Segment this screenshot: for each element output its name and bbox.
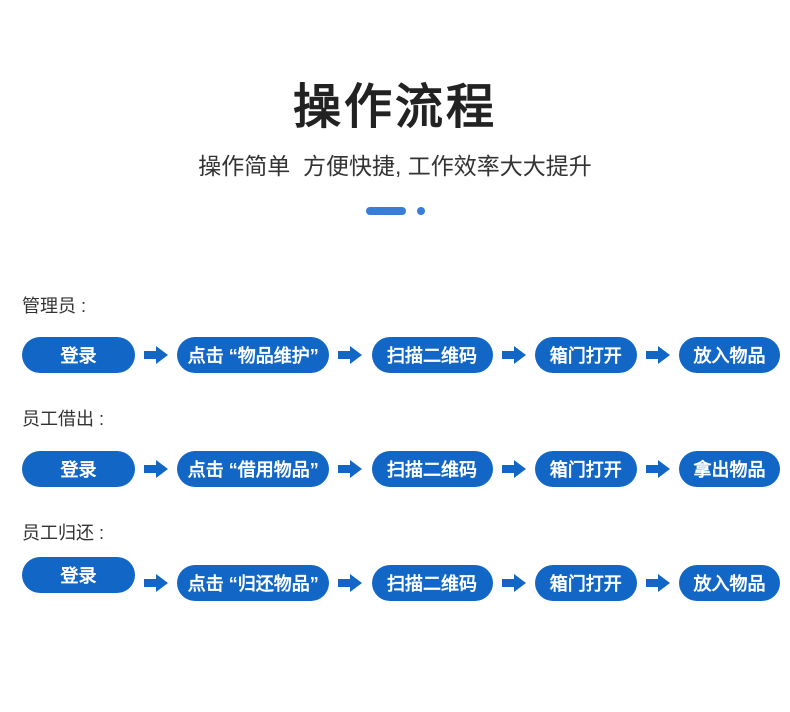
- step-put-in-item: 放入物品: [679, 337, 780, 374]
- step-login: 登录: [22, 450, 135, 487]
- step-box-door-open: 箱门打开: [534, 337, 637, 374]
- arrow-right-icon: [645, 345, 670, 365]
- step-click-return-item: 点击 “归还物品”: [177, 564, 330, 601]
- step-put-in-item: 放入物品: [679, 564, 780, 601]
- arrow-right-icon: [501, 573, 526, 593]
- step-click-item-maintenance: 点击 “物品维护”: [177, 337, 330, 374]
- flow-label-admin: 管理员 :: [22, 295, 87, 316]
- step-scan-qr-code: 扫描二维码: [371, 564, 493, 601]
- page-title: 操作流程: [292, 81, 497, 134]
- arrow-right-icon: [501, 345, 526, 365]
- flow-label-employee-borrow: 员工借出 :: [22, 409, 105, 430]
- step-box-door-open: 箱门打开: [534, 450, 637, 487]
- divider-dot-icon: [416, 206, 425, 215]
- arrow-right-icon: [144, 459, 169, 479]
- flow-row-employee-borrow: 员工借出 : 登录 点击 “借用物品” 扫描二维码 箱门打开 拿出物品: [22, 409, 780, 487]
- step-click-borrow-item: 点击 “借用物品”: [177, 450, 330, 487]
- arrow-right-icon: [144, 573, 169, 593]
- step-scan-qr-code: 扫描二维码: [371, 337, 493, 374]
- title-divider: [0, 206, 790, 215]
- arrow-right-icon: [645, 459, 670, 479]
- step-login: 登录: [22, 556, 135, 593]
- flow-row-admin: 管理员 : 登录 点击 “物品维护” 扫描二维码 箱门打开 放入物品: [22, 296, 780, 374]
- flow-row-employee-return: 员工归还 : 登录 点击 “归还物品” 扫描二维码 箱门打开 放入物品: [22, 523, 780, 601]
- arrow-right-icon: [338, 345, 363, 365]
- flow-label-employee-return: 员工归还 :: [22, 522, 105, 543]
- step-login: 登录: [22, 337, 135, 374]
- flow-steps-employee-borrow: 登录 点击 “借用物品” 扫描二维码 箱门打开 拿出物品: [22, 450, 780, 487]
- step-box-door-open: 箱门打开: [534, 564, 637, 601]
- flow-steps-employee-return: 登录 点击 “归还物品” 扫描二维码 箱门打开 放入物品: [22, 556, 780, 601]
- page-subtitle: 操作简单 方便快捷, 工作效率大大提升: [198, 153, 592, 180]
- arrow-right-icon: [645, 573, 670, 593]
- arrow-right-icon: [501, 459, 526, 479]
- arrow-right-icon: [338, 573, 363, 593]
- divider-dash-icon: [365, 206, 406, 215]
- arrow-right-icon: [338, 459, 363, 479]
- step-scan-qr-code: 扫描二维码: [371, 450, 493, 487]
- step-take-out-item: 拿出物品: [679, 450, 780, 487]
- arrow-right-icon: [144, 345, 169, 365]
- flow-steps-admin: 登录 点击 “物品维护” 扫描二维码 箱门打开 放入物品: [22, 337, 780, 374]
- flow-section: 管理员 : 登录 点击 “物品维护” 扫描二维码 箱门打开 放入物品 员工借出 …: [0, 296, 790, 601]
- header: 操作流程 操作简单 方便快捷, 工作效率大大提升: [0, 0, 790, 215]
